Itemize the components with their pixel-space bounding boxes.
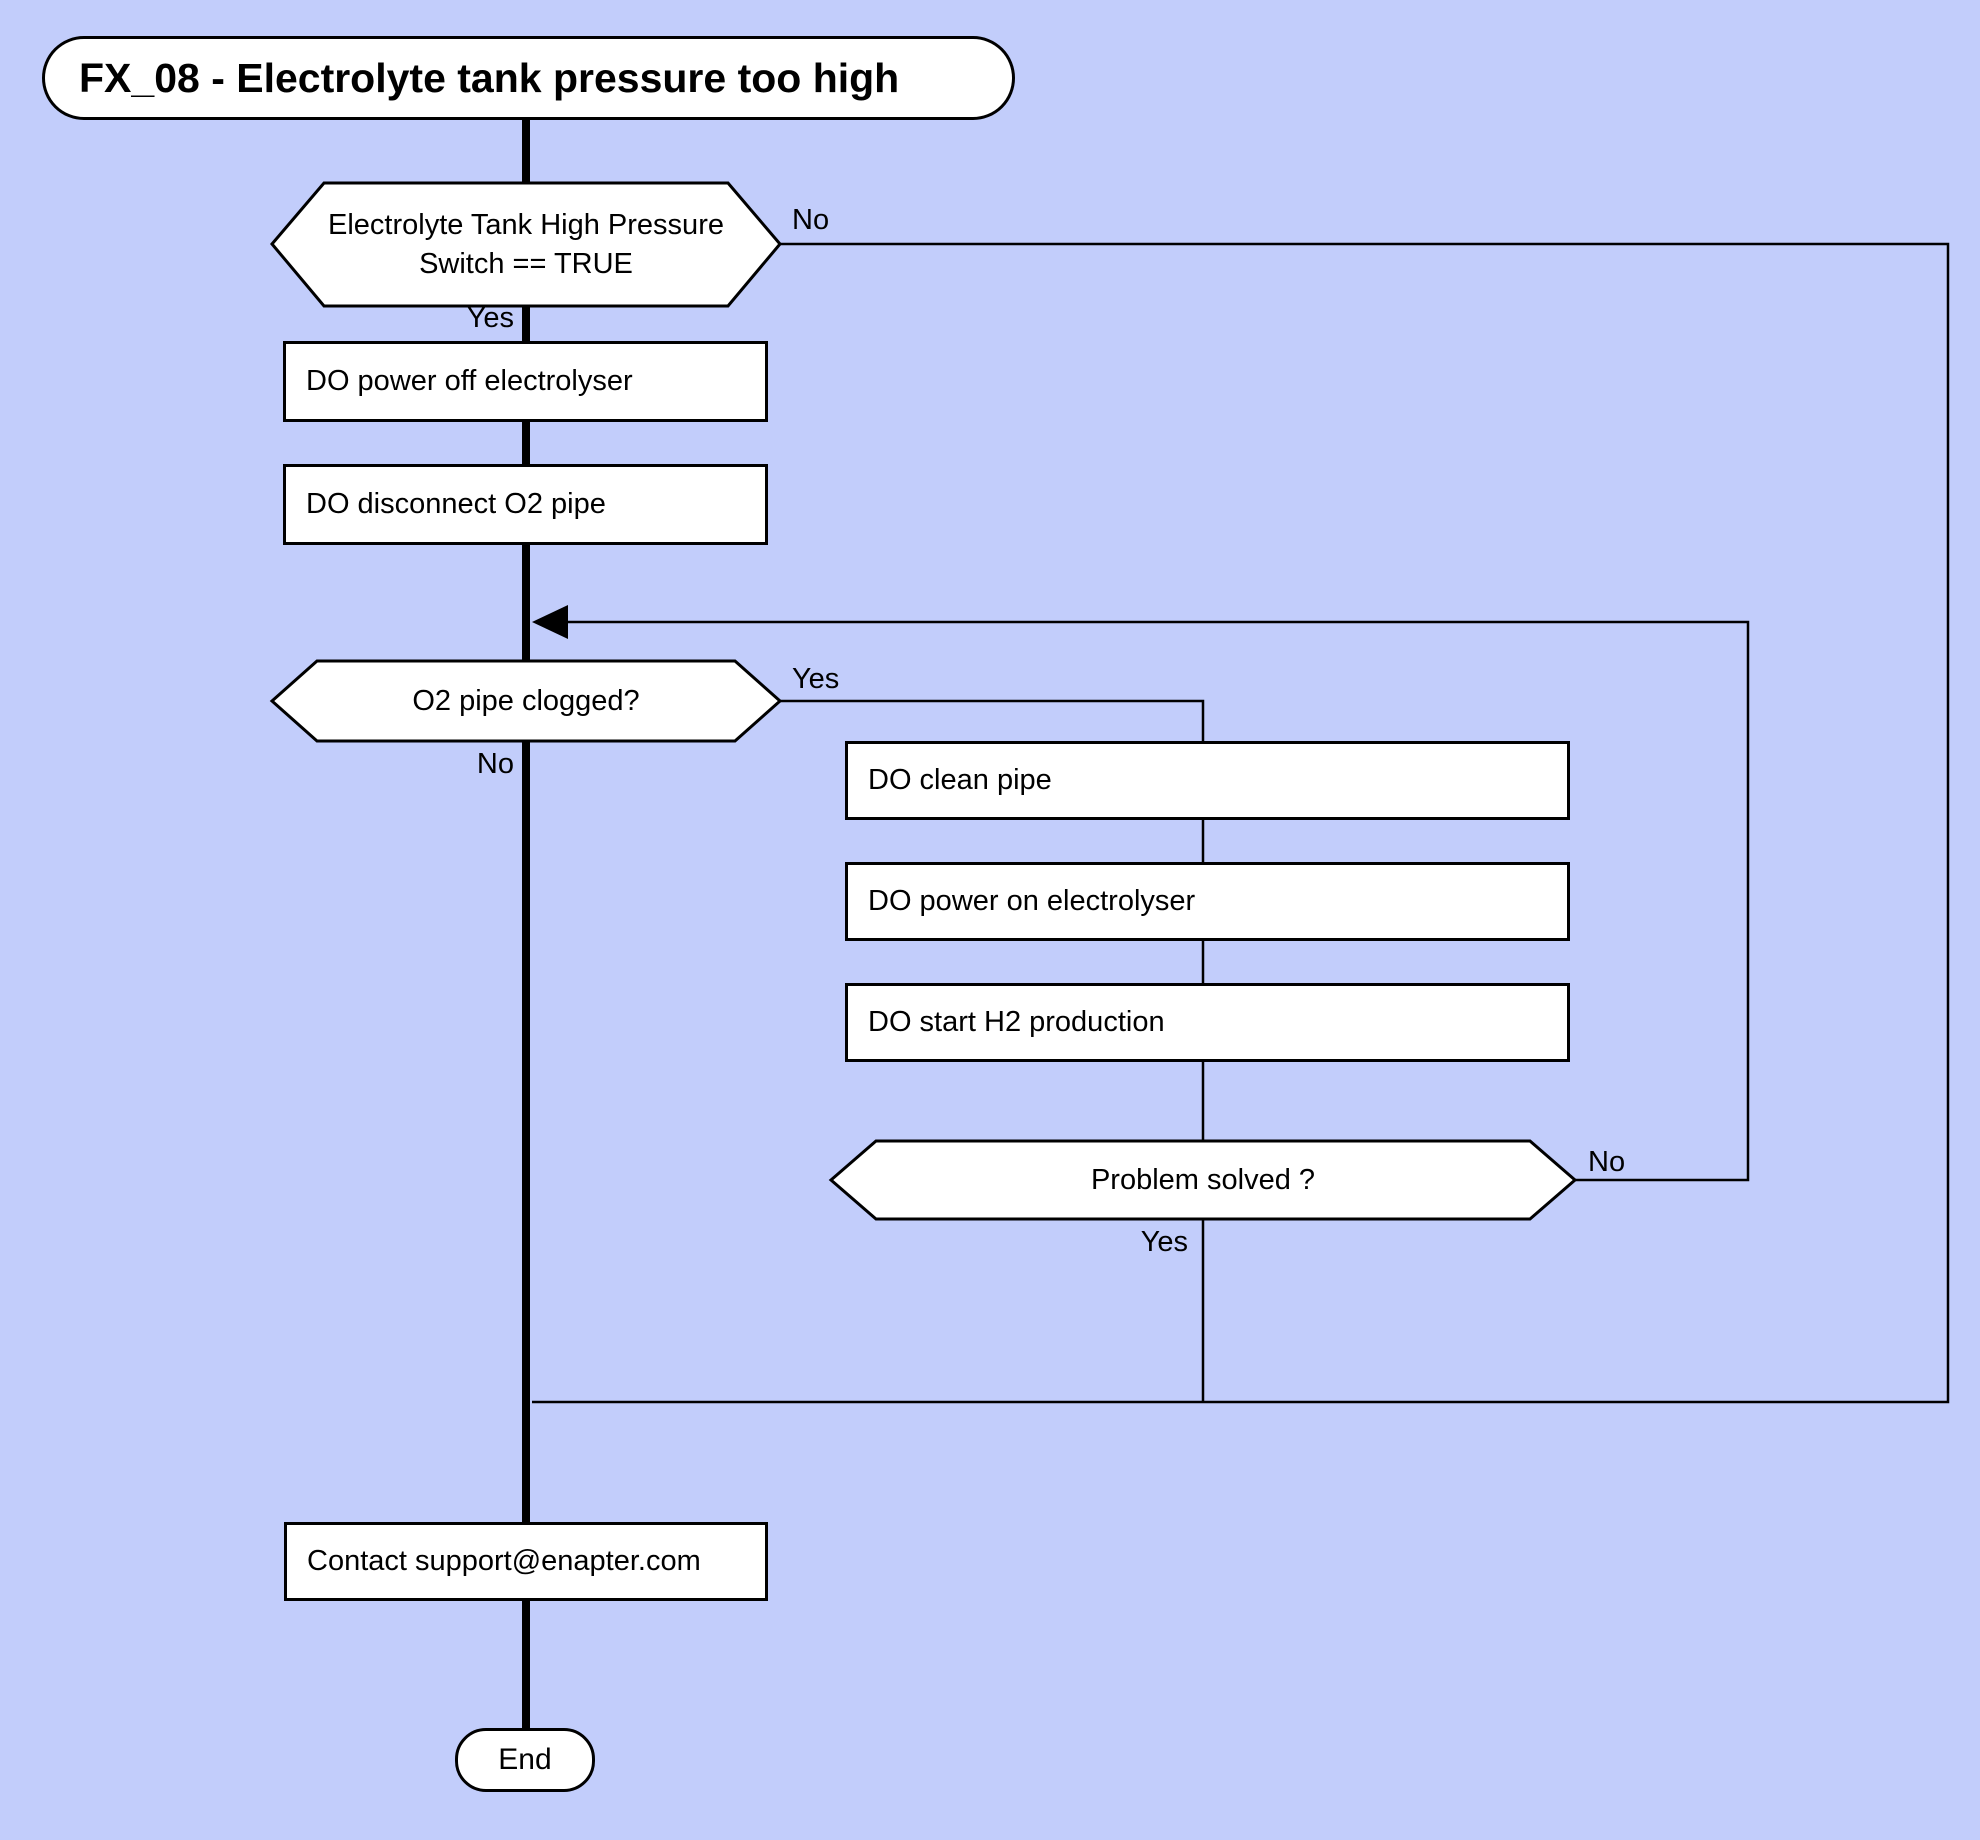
process-start-h2-production: DO start H2 production — [845, 983, 1570, 1062]
process-contact-support-label: Contact support@enapter.com — [307, 1545, 701, 1577]
decision1-label: Electrolyte Tank High Pressure Switch ==… — [310, 183, 742, 306]
edge-label-decision3-yes: Yes — [1140, 1226, 1188, 1258]
edge-decision1-no-line — [532, 242, 1950, 1404]
decision2-label-text: O2 pipe clogged? — [412, 684, 640, 717]
decision3-label-text: Problem solved ? — [1090, 1163, 1316, 1196]
decision2-label: O2 pipe clogged? — [317, 661, 735, 741]
process-start-h2-production-label: DO start H2 production — [868, 1006, 1165, 1038]
terminator-end-label: End — [498, 1743, 552, 1776]
terminator-end: End — [455, 1728, 595, 1792]
process-power-on-electrolyser: DO power on electrolyser — [845, 862, 1570, 941]
process-clean-pipe-label: DO clean pipe — [868, 764, 1052, 796]
edge-label-decision3-no: No — [1588, 1146, 1626, 1178]
decision3-hexagon — [828, 1139, 1578, 1221]
diagram-title: FX_08 - Electrolyte tank pressure too hi… — [42, 36, 1015, 120]
edge-label-decision1-no: No — [792, 204, 830, 236]
decision1-label-line1: Electrolyte Tank High Pressure — [328, 208, 724, 241]
decision1-label-line2: Switch == TRUE — [419, 247, 633, 280]
diagram-title-text: FX_08 - Electrolyte tank pressure too hi… — [79, 54, 900, 101]
decision3-label: Problem solved ? — [876, 1141, 1530, 1219]
process-power-on-electrolyser-label: DO power on electrolyser — [868, 885, 1196, 917]
decision1-hexagon — [270, 181, 782, 308]
edge-label-decision2-yes: Yes — [792, 663, 840, 695]
process-power-off-electrolyser-label: DO power off electrolyser — [306, 365, 633, 397]
process-disconnect-o2-pipe-label: DO disconnect O2 pipe — [306, 488, 606, 520]
edge-decision3-no-loop-line — [568, 620, 1750, 1182]
process-contact-support: Contact support@enapter.com — [284, 1522, 768, 1601]
process-clean-pipe: DO clean pipe — [845, 741, 1570, 820]
edge-label-decision1-yes: Yes — [466, 302, 514, 334]
decision2-hexagon — [269, 659, 783, 743]
edge-decision2-yes-line — [780, 699, 1205, 741]
merge-arrowhead-icon — [532, 605, 568, 639]
process-disconnect-o2-pipe: DO disconnect O2 pipe — [283, 464, 768, 545]
edge-label-decision2-no: No — [476, 748, 514, 780]
process-power-off-electrolyser: DO power off electrolyser — [283, 341, 768, 422]
